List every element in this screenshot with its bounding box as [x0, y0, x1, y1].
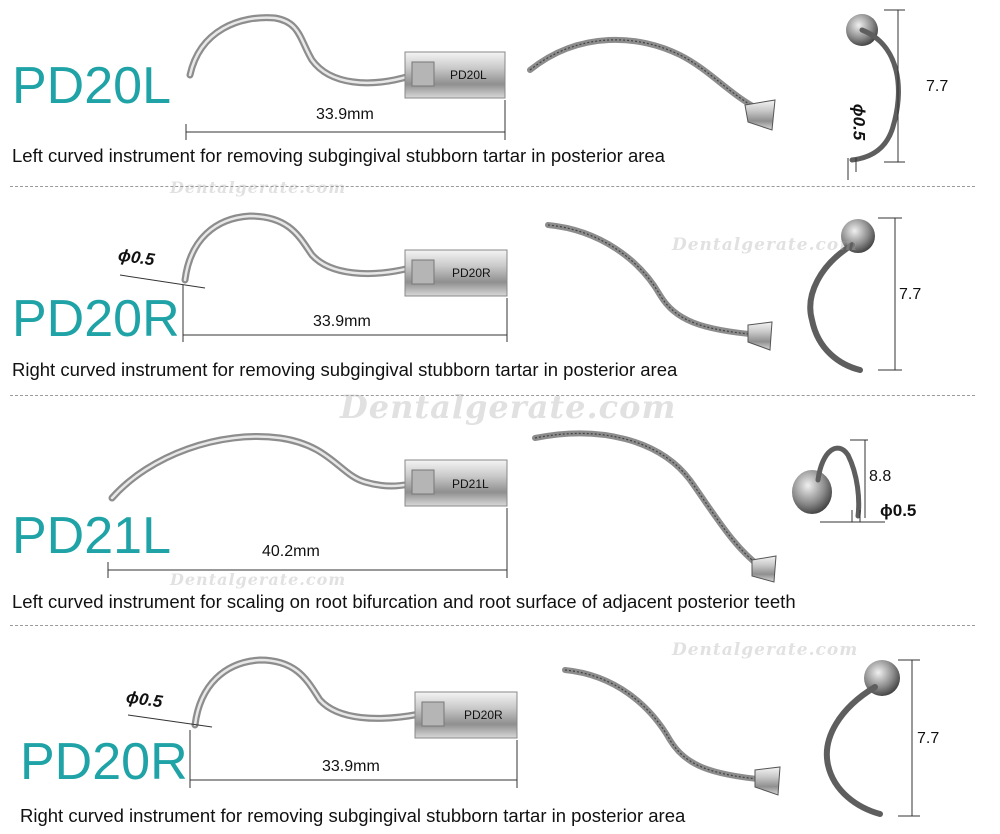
length-dimension: 33.9mm [313, 313, 371, 330]
height-dimension: 8.8 [869, 468, 892, 485]
instrument-drawing [185, 9, 905, 180]
watermark: Dentalgerate.com [170, 178, 347, 197]
watermark: Dentalgerate.com [340, 388, 677, 426]
description: Left curved instrument for removing subg… [12, 145, 665, 166]
instrument-drawing [107, 430, 885, 583]
model-name: PD20R [12, 290, 180, 348]
phi-symbol: ϕ [849, 103, 869, 117]
description: Left curved instrument for scaling on ro… [12, 591, 796, 612]
divider [10, 395, 975, 396]
diameter-value: 0.5 [129, 247, 156, 270]
tip-label: PD21L [452, 477, 489, 491]
phi-symbol: ϕ [880, 501, 893, 520]
instrument-drawing [127, 656, 920, 817]
height-dimension: 7.7 [926, 78, 949, 95]
length-dimension: 40.2mm [262, 543, 320, 560]
item-pd20r-1: ϕ0.5 PD20R PD20R 33.9mm 7.7 Right curved… [0, 190, 1000, 390]
model-name: PD21L [12, 507, 171, 565]
divider [10, 186, 975, 187]
diameter-value: 0.5 [892, 501, 917, 520]
item-pd20r-2: ϕ0.5 PD20R PD20R 33.9mm 7.7 Right curved… [0, 630, 1000, 834]
description: Right curved instrument for removing sub… [12, 359, 678, 380]
description: Right curved instrument for removing sub… [20, 805, 686, 826]
diameter-value: 0.5 [137, 689, 164, 712]
watermark: Dentalgerate.com [672, 235, 859, 255]
watermark: Dentalgerate.com [672, 640, 859, 660]
item-pd21l: PD21L PD21L 40.2mm 8.8 ϕ0.5 Left curved … [0, 400, 1000, 625]
diameter-value: 0.5 [849, 116, 869, 141]
divider [10, 625, 975, 626]
height-dimension: 7.7 [917, 730, 940, 747]
model-name: PD20L [12, 57, 171, 115]
tip-label: PD20R [452, 266, 491, 280]
tip-label: PD20L [450, 68, 487, 82]
instrument-drawing [119, 212, 902, 373]
diameter-dimension: ϕ0.5 [880, 501, 916, 521]
diameter-dimension: ϕ0.5 [848, 104, 868, 141]
model-name: PD20R [20, 733, 188, 791]
item-pd20l: PD20L PD20L 33.9mm 7.7 ϕ0.5 Left curved … [0, 0, 1000, 197]
height-dimension: 7.7 [899, 286, 922, 303]
length-dimension: 33.9mm [316, 106, 374, 123]
length-dimension: 33.9mm [322, 758, 380, 775]
tip-label: PD20R [464, 708, 503, 722]
watermark: Dentalgerate.com [170, 570, 347, 589]
